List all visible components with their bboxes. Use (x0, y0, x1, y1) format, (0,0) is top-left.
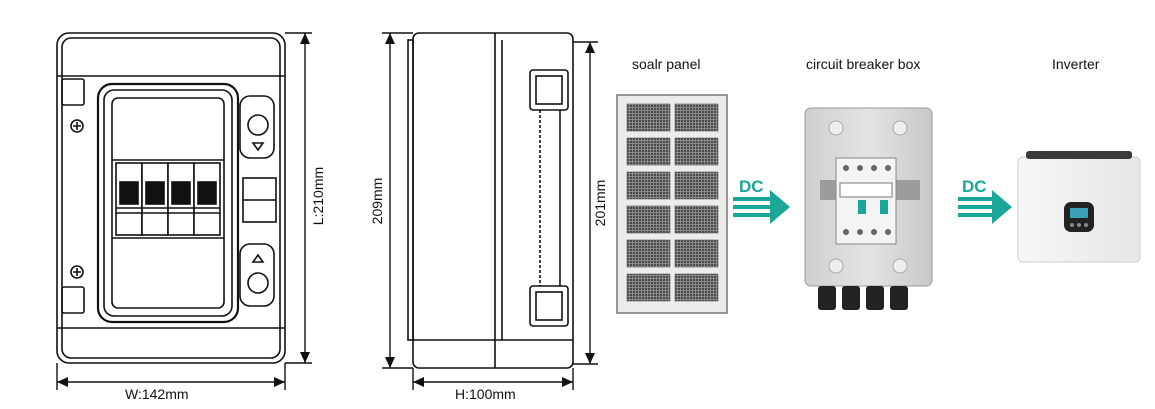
inner-height-label: 201mm (592, 179, 608, 227)
dc-label-2: DC (962, 177, 987, 196)
front-width-label: W:142mm (125, 386, 189, 402)
dc-arrow-2 (958, 190, 1012, 224)
front-dimension-lines (56, 32, 312, 390)
front-breakers (115, 162, 221, 236)
inverter-label: Inverter (1052, 56, 1100, 72)
side-height-label: 209mm (369, 177, 385, 225)
breaker-box-label: circuit breaker box (806, 56, 921, 72)
inverter-image (1017, 151, 1141, 263)
side-view-enclosure (407, 32, 574, 369)
side-dimension-lines (382, 32, 598, 390)
side-depth-label: H:100mm (455, 386, 516, 402)
breaker-box-image (804, 107, 933, 310)
front-view-enclosure (56, 32, 286, 364)
front-length-label: L:210mm (310, 166, 326, 226)
dc-arrow-1 (733, 190, 790, 224)
solar-panel-label: soalr panel (632, 56, 701, 72)
solar-panel-image (616, 94, 728, 314)
dc-label-1: DC (739, 177, 764, 196)
